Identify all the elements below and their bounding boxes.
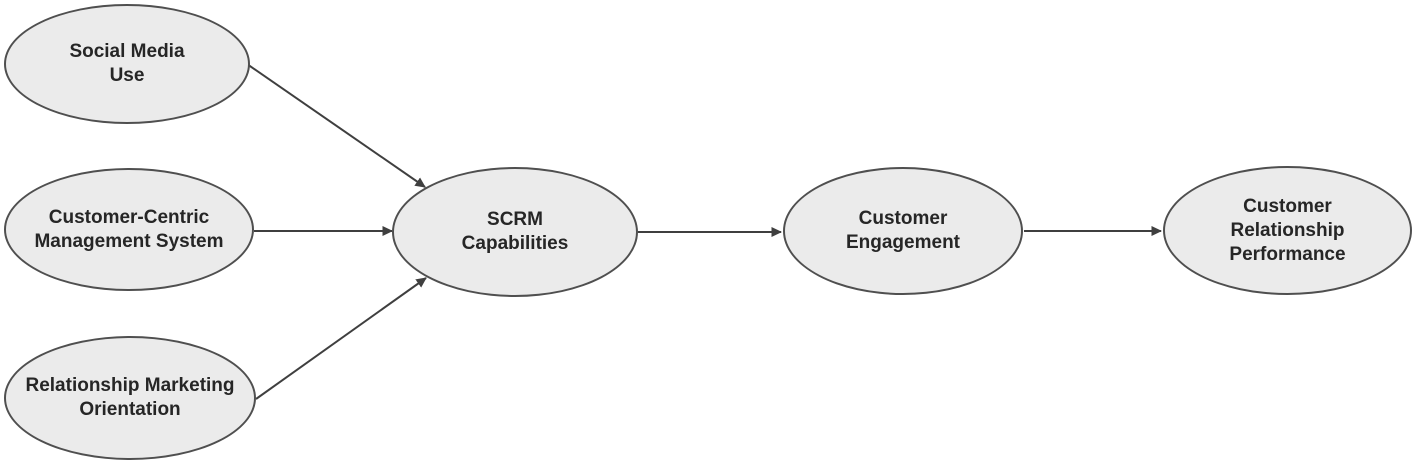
node-social-media-use: Social Media Use (4, 4, 250, 124)
node-customer-engagement: Customer Engagement (783, 167, 1023, 295)
node-customer-relationship-performance: Customer Relationship Performance (1163, 166, 1412, 295)
node-customer-relationship-performance-label: Customer Relationship Performance (1229, 195, 1346, 265)
node-customer-centric-management-system: Customer-Centric Management System (4, 168, 254, 291)
node-social-media-use-label: Social Media Use (69, 41, 185, 86)
node-scrm-capabilities-label: SCRM Capabilities (461, 209, 569, 254)
node-relationship-marketing-orientation: Relationship Marketing Orientation (4, 336, 256, 460)
edge-relationship-marketing-orientation-to-scrm-capabilities (255, 277, 427, 400)
node-scrm-capabilities: SCRM Capabilities (392, 167, 638, 297)
node-customer-engagement-label: Customer Engagement (845, 208, 961, 253)
edge-social-media-use-to-scrm-capabilities (246, 63, 426, 188)
node-relationship-marketing-orientation-label: Relationship Marketing Orientation (25, 375, 235, 420)
node-customer-centric-management-system-label: Customer-Centric Management System (34, 206, 224, 252)
